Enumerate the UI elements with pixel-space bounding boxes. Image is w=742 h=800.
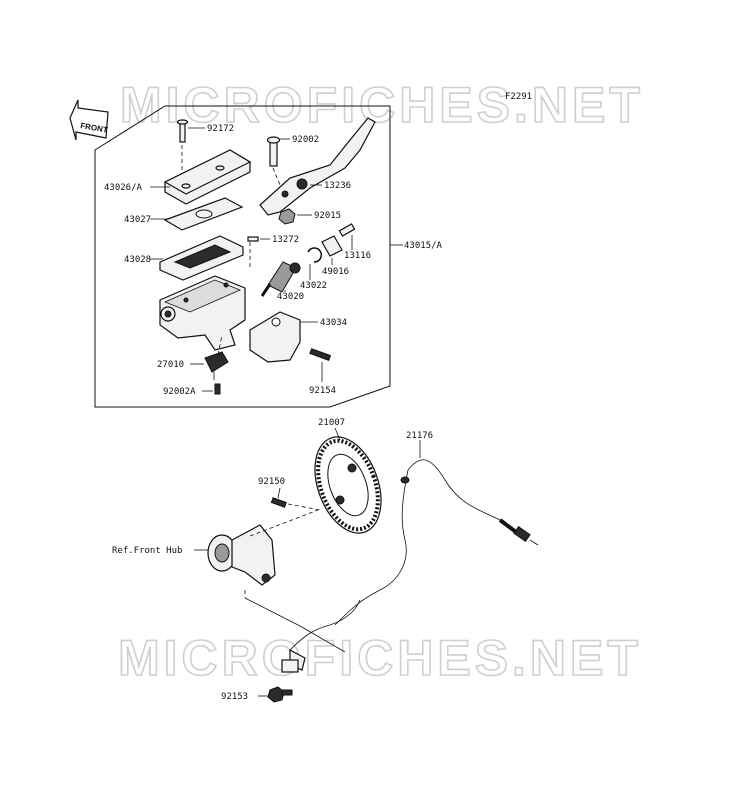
part-43027 (163, 197, 244, 231)
label-43020: 43020 (277, 292, 304, 302)
label-43027: 43027 (124, 215, 151, 225)
part-21176 (334, 459, 539, 626)
part-92154 (309, 348, 332, 361)
part-92002a (214, 383, 221, 395)
label-92172: 92172 (207, 124, 234, 134)
label-92150: 92150 (258, 477, 285, 487)
label-21176: 21176 (406, 431, 433, 441)
label-92002a: 92002A (163, 387, 196, 397)
abs-sensor (281, 599, 361, 673)
part-92002 (266, 136, 281, 167)
label-92015: 92015 (314, 211, 341, 221)
label-43034: 43034 (320, 318, 347, 328)
part-21007 (314, 436, 382, 534)
label-ref-front-hub: Ref.Front Hub (112, 546, 182, 556)
label-13116: 13116 (344, 251, 371, 261)
part-27010 (204, 351, 229, 380)
front-hub (207, 524, 276, 586)
part-43028 (159, 235, 244, 281)
label-49016: 49016 (322, 267, 349, 277)
label-43026a: 43026/A (104, 183, 143, 193)
part-13116 (338, 223, 356, 237)
part-43020 (260, 261, 301, 297)
part-92015 (278, 208, 296, 225)
label-92153: 92153 (221, 692, 248, 702)
watermark-top: MICROFICHES.NET (120, 77, 644, 133)
figure-code: F2291 (505, 92, 532, 102)
label-13272: 13272 (272, 235, 299, 245)
label-92154: 92154 (309, 386, 336, 396)
label-43015a: 43015/A (404, 241, 443, 251)
part-43034 (249, 311, 301, 363)
label-92002: 92002 (292, 135, 319, 145)
front-arrow-icon: FRONT (69, 99, 109, 141)
watermark-bottom: MICROFICHES.NET (118, 630, 642, 686)
label-43022: 43022 (300, 281, 327, 291)
part-43022 (307, 247, 323, 263)
part-92153 (267, 686, 293, 703)
part-92150 (270, 497, 287, 508)
part-43026a (163, 149, 252, 205)
part-49016 (321, 235, 343, 257)
label-21007: 21007 (318, 418, 345, 428)
part-13236 (259, 117, 376, 216)
master-cylinder-body (159, 275, 246, 351)
part-13272 (247, 236, 259, 242)
label-27010: 27010 (157, 360, 184, 370)
label-43028: 43028 (124, 255, 151, 265)
label-13236: 13236 (324, 181, 351, 191)
master-cylinder-assembly-box (94, 105, 391, 408)
part-92172 (176, 119, 189, 143)
